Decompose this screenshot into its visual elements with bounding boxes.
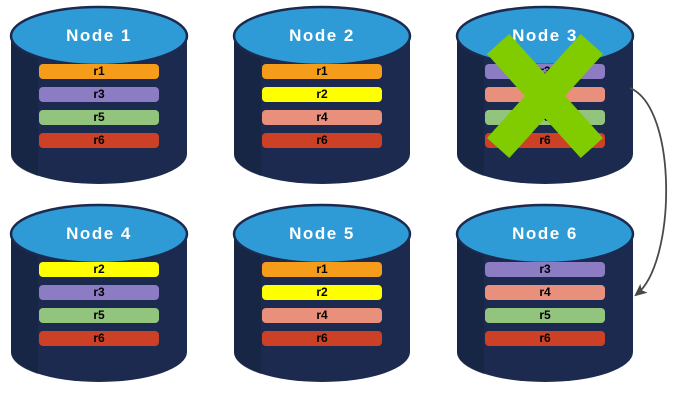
node-3-record-list: r3 r4 r5 r6 (485, 64, 605, 156)
cylinder-top (455, 5, 635, 67)
cylinder-top (232, 5, 412, 67)
cylinder-shading (10, 234, 38, 374)
record-bar-r3[interactable]: r3 (39, 87, 159, 102)
record-bar-r6[interactable]: r6 (485, 331, 605, 346)
record-bar-r2[interactable]: r2 (262, 87, 382, 102)
record-bar-r1[interactable]: r1 (262, 64, 382, 79)
cylinder-shading (456, 36, 484, 176)
cylinder-top (455, 203, 635, 265)
cylinder-top (232, 203, 412, 265)
record-bar-r5[interactable]: r5 (485, 308, 605, 323)
record-bar-r5[interactable]: r5 (39, 110, 159, 125)
record-bar-r3[interactable]: r3 (485, 64, 605, 79)
cylinder-top (9, 5, 189, 67)
record-bar-r4[interactable]: r4 (262, 308, 382, 323)
cylinder-top (9, 203, 189, 265)
record-bar-r6[interactable]: r6 (262, 331, 382, 346)
record-bar-r4[interactable]: r4 (262, 110, 382, 125)
record-bar-r6[interactable]: r6 (485, 133, 605, 148)
node-5-record-list: r1 r2 r4 r6 (262, 262, 382, 354)
record-bar-r6[interactable]: r6 (39, 133, 159, 148)
record-bar-r5[interactable]: r5 (39, 308, 159, 323)
record-bar-r1[interactable]: r1 (39, 64, 159, 79)
record-bar-r2[interactable]: r2 (262, 285, 382, 300)
cylinder-shading (233, 36, 261, 176)
record-bar-r1[interactable]: r1 (262, 262, 382, 277)
node-1-record-list: r1 r3 r5 r6 (39, 64, 159, 156)
cylinder-shading (10, 36, 38, 176)
record-bar-r6[interactable]: r6 (39, 331, 159, 346)
record-bar-r3[interactable]: r3 (485, 262, 605, 277)
cylinder-shading (456, 234, 484, 374)
record-bar-r2[interactable]: r2 (39, 262, 159, 277)
node-2-record-list: r1 r2 r4 r6 (262, 64, 382, 156)
record-bar-r3[interactable]: r3 (39, 285, 159, 300)
node-4-record-list: r2 r3 r5 r6 (39, 262, 159, 354)
node-6-record-list: r3 r4 r5 r6 (485, 262, 605, 354)
record-bar-r4[interactable]: r4 (485, 87, 605, 102)
cylinder-shading (233, 234, 261, 374)
record-bar-r5[interactable]: r5 (485, 110, 605, 125)
record-bar-r4[interactable]: r4 (485, 285, 605, 300)
record-bar-r6[interactable]: r6 (262, 133, 382, 148)
